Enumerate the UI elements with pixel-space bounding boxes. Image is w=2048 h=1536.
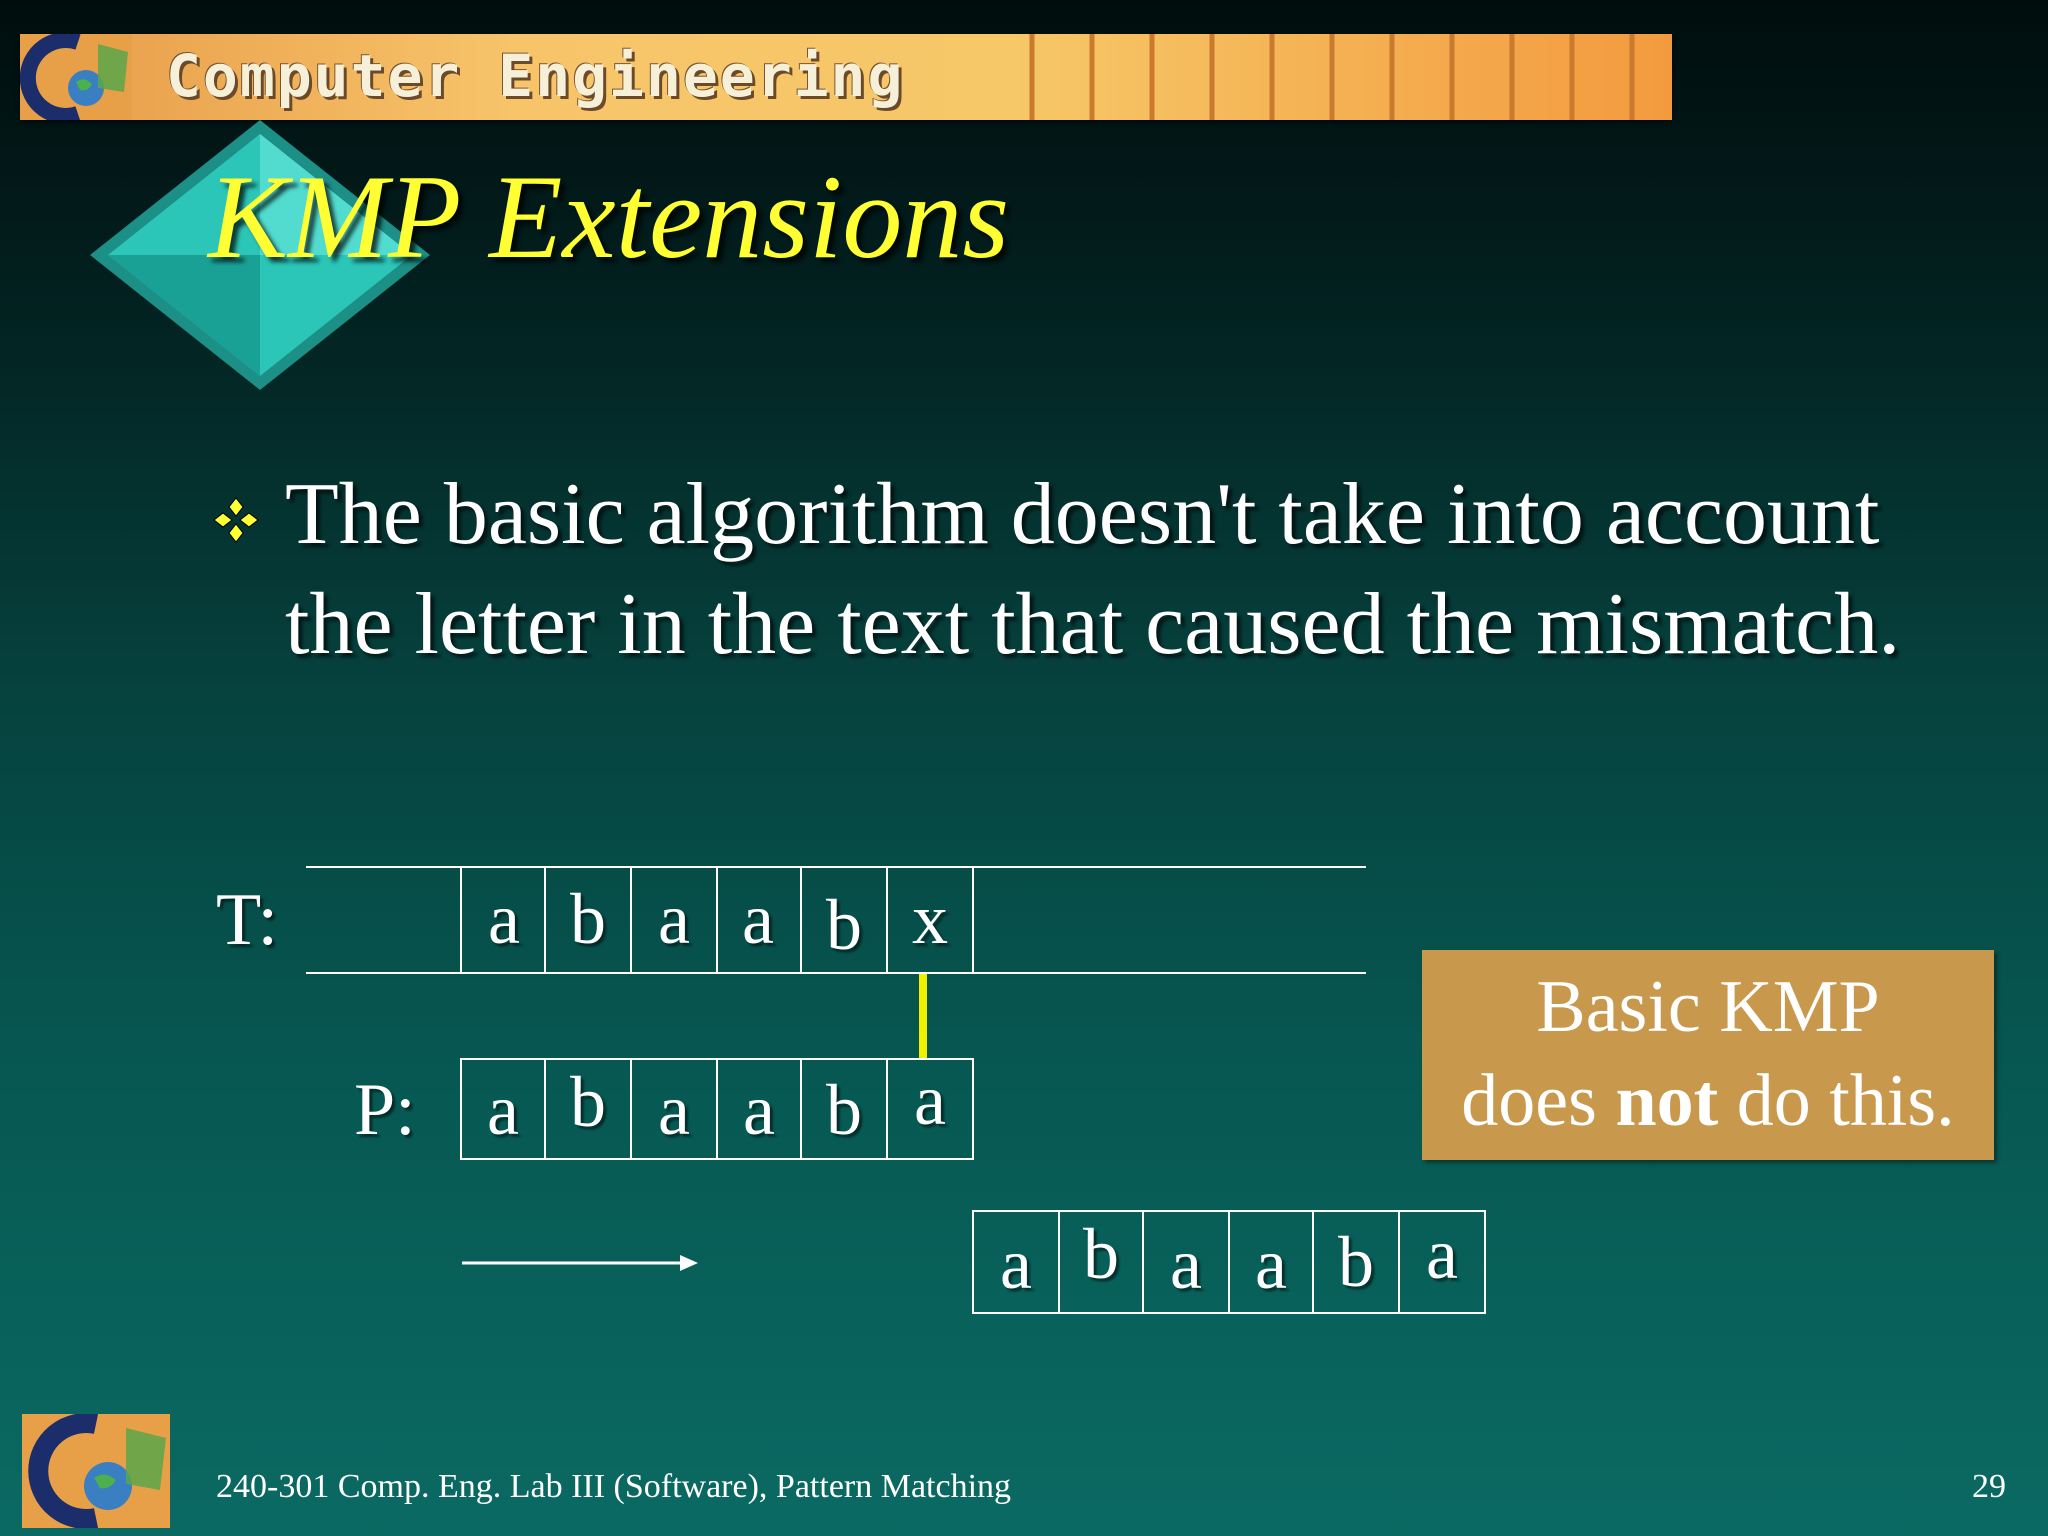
shifted-pattern-divider: [1398, 1210, 1400, 1314]
title-diamond-icon: [90, 120, 430, 390]
text-char: a: [488, 878, 520, 959]
shifted-pattern-divider: [1312, 1210, 1314, 1314]
shifted-pattern-char: a: [1426, 1213, 1458, 1294]
pattern-divider: [630, 1058, 632, 1160]
coe-logo-icon: [20, 34, 132, 120]
slide-title: KMP Extensions: [208, 150, 1010, 283]
bullet-text: The basic algorithm doesn't take into ac…: [285, 466, 1901, 673]
shifted-pattern-char: a: [1255, 1223, 1287, 1304]
pattern-label: P:: [354, 1069, 416, 1151]
text-divider: [716, 866, 718, 972]
text-divider: [460, 866, 462, 972]
note-pre: does: [1461, 1060, 1616, 1142]
shift-arrow-icon: [462, 1255, 698, 1271]
mismatch-marker: [919, 974, 927, 1058]
footer-course-text: 240-301 Comp. Eng. Lab III (Software), P…: [216, 1468, 1012, 1505]
shifted-pattern-char: a: [1170, 1223, 1202, 1304]
text-divider: [886, 866, 888, 972]
text-divider: [544, 866, 546, 972]
text-char: b: [826, 884, 862, 965]
text-char: b: [570, 878, 606, 959]
note-line-2: does not do this.: [1422, 1054, 1994, 1148]
text-char: x: [912, 878, 948, 959]
shifted-pattern-divider: [1142, 1210, 1144, 1314]
shifted-pattern-char: b: [1338, 1221, 1374, 1302]
diamond-bullet-icon: [213, 497, 259, 543]
text-divider: [800, 866, 802, 972]
note-line-1: Basic KMP: [1536, 966, 1880, 1048]
pattern-char: b: [826, 1069, 862, 1150]
pattern-divider: [716, 1058, 718, 1160]
pattern-char: a: [658, 1069, 690, 1150]
text-divider: [972, 866, 974, 972]
note-box: Basic KMP does not do this.: [1422, 950, 1994, 1160]
shifted-pattern-divider: [1228, 1210, 1230, 1314]
shifted-pattern-char: b: [1083, 1213, 1119, 1294]
pattern-divider: [544, 1058, 546, 1160]
page-number: 29: [1972, 1468, 2006, 1505]
note-bold: not: [1615, 1060, 1719, 1142]
text-bottom-line: [306, 972, 1366, 974]
pattern-char: a: [914, 1059, 946, 1140]
text-divider: [630, 866, 632, 972]
note-post: do this.: [1718, 1060, 1955, 1142]
shifted-pattern-divider: [1058, 1210, 1060, 1314]
shifted-pattern-char: a: [1000, 1223, 1032, 1304]
text-char: a: [742, 878, 774, 959]
pattern-char: a: [487, 1069, 519, 1150]
pattern-char: a: [743, 1069, 775, 1150]
footer-logo-icon: [22, 1414, 170, 1528]
header-banner: Computer Engineering: [20, 34, 1672, 120]
pattern-divider: [886, 1058, 888, 1160]
pattern-divider: [800, 1058, 802, 1160]
banner-title: Computer Engineering: [166, 42, 905, 110]
text-top-line: [306, 866, 1366, 868]
text-label: T:: [216, 879, 279, 961]
text-char: a: [658, 878, 690, 959]
banner-stripes: [1029, 34, 1635, 120]
pattern-char: b: [570, 1061, 606, 1142]
